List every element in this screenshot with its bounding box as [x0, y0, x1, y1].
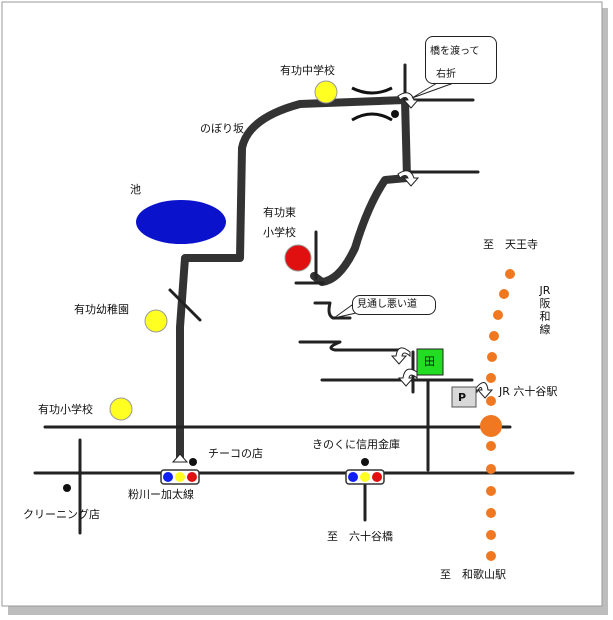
turn-arrow-station: [397, 368, 418, 387]
chiko-shop-label: チーコの店: [208, 447, 263, 460]
turn-arrow-field: [390, 347, 411, 365]
credit-union-label: きのくに信用金庫: [312, 438, 400, 451]
turn-arrow-parking: [475, 382, 494, 399]
main-route: [176, 96, 411, 462]
bridge-note-line1: 橋を渡って: [430, 46, 480, 57]
lower-lane: [298, 340, 402, 352]
bridge-rail-top: [351, 86, 393, 95]
chiko-shop-dot: [189, 458, 197, 466]
parking-box: [451, 386, 477, 408]
bridge-note-line2: 右折: [436, 69, 456, 80]
bridge-note-callout: 橋を渡って 右折: [425, 36, 497, 84]
poor-visibility-label: 見通し悪い道: [357, 299, 417, 310]
hanwa-line-label: JR阪和線: [539, 284, 551, 336]
field-label: 田: [424, 355, 435, 368]
wakayama-station-label: 至 和歌山駅: [440, 568, 506, 581]
kindergarten-marker: [144, 309, 168, 333]
north-arrow-kokawa: [171, 453, 189, 463]
tennoji-label: 至 天王寺: [483, 238, 538, 251]
bridge-rail-bottom: [351, 112, 393, 122]
junior-high-label: 有功中学校: [280, 64, 335, 77]
jr-station-label: JR 六十谷駅: [499, 385, 558, 398]
kokawa-road-label: 粉川ー加太線: [128, 488, 194, 501]
east-elementary-label-line2: 小学校: [263, 226, 296, 239]
turn-arrows: [390, 92, 494, 399]
traffic-light-kokawa: [160, 469, 200, 485]
east-elementary-marker: [284, 244, 312, 272]
parking-label: P: [458, 391, 467, 404]
jr-hanwa-line: [486, 269, 515, 561]
poor-visibility-callout: 見通し悪い道: [352, 295, 436, 315]
elementary-label: 有功小学校: [38, 403, 93, 416]
right-turn-arrow-east: [397, 170, 420, 187]
elementary-marker: [109, 397, 133, 421]
junior-high-marker: [314, 80, 338, 104]
main-route-west: [176, 96, 409, 462]
narrow-lane: [313, 301, 352, 320]
traffic-light-credit-union: [345, 469, 385, 485]
main-route-east: [310, 96, 411, 286]
pond-label: 池: [130, 183, 141, 196]
pond: [136, 200, 226, 244]
credit-union-dot: [361, 458, 369, 466]
right-turn-arrow-bridge: [397, 92, 420, 109]
cleaning-shop-label: クリーニング店: [23, 508, 100, 521]
field-box: [416, 348, 444, 376]
kindergarten-lane: [168, 288, 202, 322]
mutaki-bridge-label: 至 六十谷橋: [327, 530, 393, 543]
kindergarten-label: 有功幼稚園: [74, 303, 129, 316]
east-elementary-label-line1: 有功東: [263, 206, 296, 219]
jr-mutaki-station-marker: [480, 415, 502, 437]
cleaning-shop-dot: [63, 484, 71, 492]
bridge-symbol: [351, 86, 393, 122]
noborizaka-label: のぼり坂: [200, 122, 244, 135]
bridge-dot: [391, 110, 399, 118]
